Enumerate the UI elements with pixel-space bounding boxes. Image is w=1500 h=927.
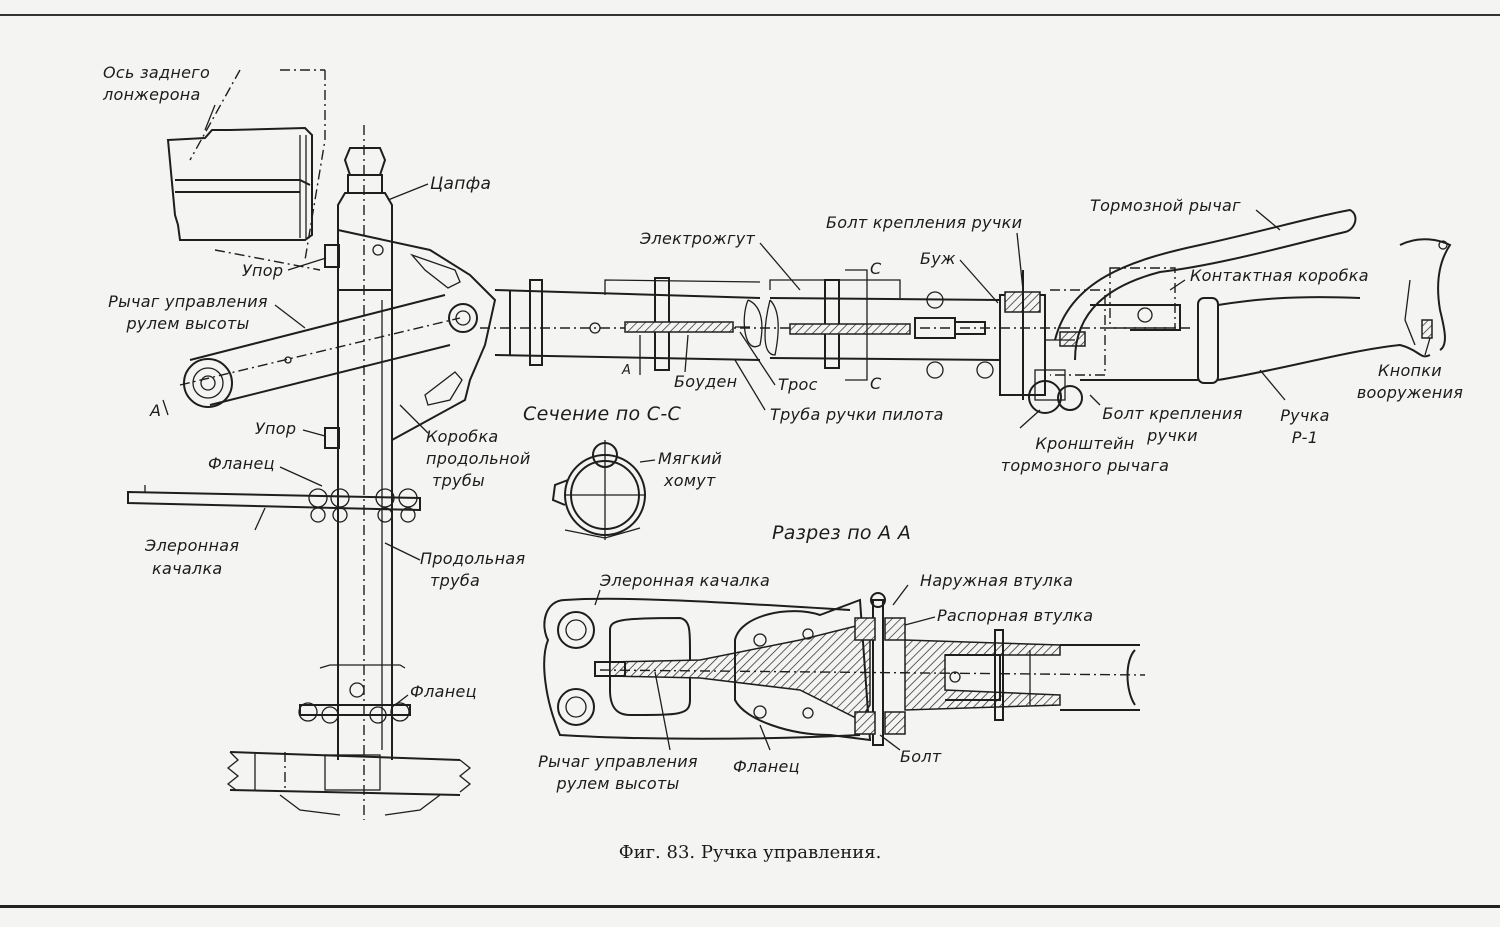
- label-longitudinal-tube-2: труба: [430, 571, 481, 590]
- label-brake-bracket-2: тормозного рычага: [1000, 456, 1170, 475]
- label-tube-box-2: продольной: [426, 449, 531, 468]
- label-handle-bolt-bottom-2: ручки: [1147, 426, 1198, 445]
- label-aa-spacer-bushing: Распорная втулка: [937, 606, 1094, 625]
- section-cc-title: Сечение по С-С: [523, 403, 682, 425]
- label-aa-elevator-lever-1: Рычаг управления: [538, 752, 698, 771]
- label-pilot-stick-tube: Труба ручки пилота: [770, 405, 944, 424]
- label-bushing: Буж: [920, 249, 956, 268]
- label-weapon-buttons-1: Кнопки: [1378, 361, 1442, 380]
- label-stop-top: Упор: [242, 261, 284, 280]
- longitudinal-tube-box: [337, 229, 497, 441]
- label-section-c-bottom: С: [870, 374, 882, 393]
- section-aa-title: Разрез по А А: [772, 522, 912, 544]
- label-flange-lower: Фланец: [410, 682, 477, 701]
- label-soft-clamp-2: хомут: [664, 471, 716, 490]
- label-handle-bolt-top: Болт крепления ручки: [826, 213, 1023, 232]
- label-aa-outer-bushing: Наружная втулка: [920, 571, 1074, 590]
- handle-junction: [999, 270, 1086, 414]
- section-aa-drawing: [543, 592, 1146, 746]
- label-brake-bracket-1: Кронштейн: [1035, 434, 1135, 453]
- label-section-c-top: С: [870, 259, 882, 278]
- label-section-a-mark: А: [150, 401, 162, 420]
- label-soft-clamp-1: Мягкий: [658, 449, 723, 468]
- label-cable: Трос: [778, 375, 818, 394]
- leader-lines: [204, 104, 1431, 751]
- label-rear-spar-axis-1: Ось заднего: [103, 63, 211, 82]
- label-aa-bolt: Болт: [900, 747, 942, 766]
- contact-box: [1050, 267, 1181, 376]
- label-tube-box-1: Коробка: [426, 427, 499, 446]
- section-cc-drawing: [551, 440, 646, 540]
- label-longitudinal-tube-1: Продольная: [420, 549, 526, 568]
- figure-caption: Фиг. 83. Ручка управления.: [618, 842, 882, 863]
- rear-spar-bracket: [166, 69, 326, 271]
- handle-p1: [1080, 238, 1452, 384]
- pilot-stick-tube: [480, 269, 1190, 381]
- label-trunnion: Цапфа: [430, 174, 492, 194]
- label-weapon-buttons-2: вооружения: [1356, 383, 1464, 402]
- page-top-rule: [0, 14, 1500, 16]
- label-aa-aileron-rocker: Элеронная качалка: [600, 571, 771, 590]
- label-rear-spar-axis-2: лонжерона: [103, 85, 201, 104]
- label-brake-lever: Тормозной рычаг: [1090, 196, 1241, 215]
- label-aileron-rocker-2: качалка: [152, 559, 223, 578]
- aileron-rocker-bar: [127, 485, 421, 512]
- label-handle-2: Р-1: [1291, 428, 1319, 447]
- brake-lever: [1054, 208, 1357, 361]
- label-contact-box: Контактная коробка: [1190, 266, 1369, 285]
- label-handle-1: Ручка: [1280, 406, 1330, 425]
- label-bowden: Боуден: [674, 372, 738, 391]
- page-bottom-rule: [0, 905, 1500, 908]
- label-stop-bottom: Упор: [255, 419, 297, 438]
- label-handle-bolt-bottom-1: Болт крепления: [1102, 404, 1243, 423]
- label-tube-box-3: трубы: [432, 471, 485, 490]
- label-elevator-lever-1: Рычаг управления: [108, 292, 268, 311]
- label-section-a-lower: А: [622, 363, 632, 378]
- elevator-control-lever: [162, 294, 461, 416]
- label-aa-flange: Фланец: [733, 757, 800, 776]
- label-aa-elevator-lever-2: рулем высоты: [556, 774, 680, 793]
- label-aileron-rocker-1: Элеронная: [145, 536, 240, 555]
- label-wiring-harness: Электрожгут: [640, 229, 756, 248]
- label-elevator-lever-2: рулем высоты: [126, 314, 250, 333]
- label-flange-left: Фланец: [208, 454, 275, 473]
